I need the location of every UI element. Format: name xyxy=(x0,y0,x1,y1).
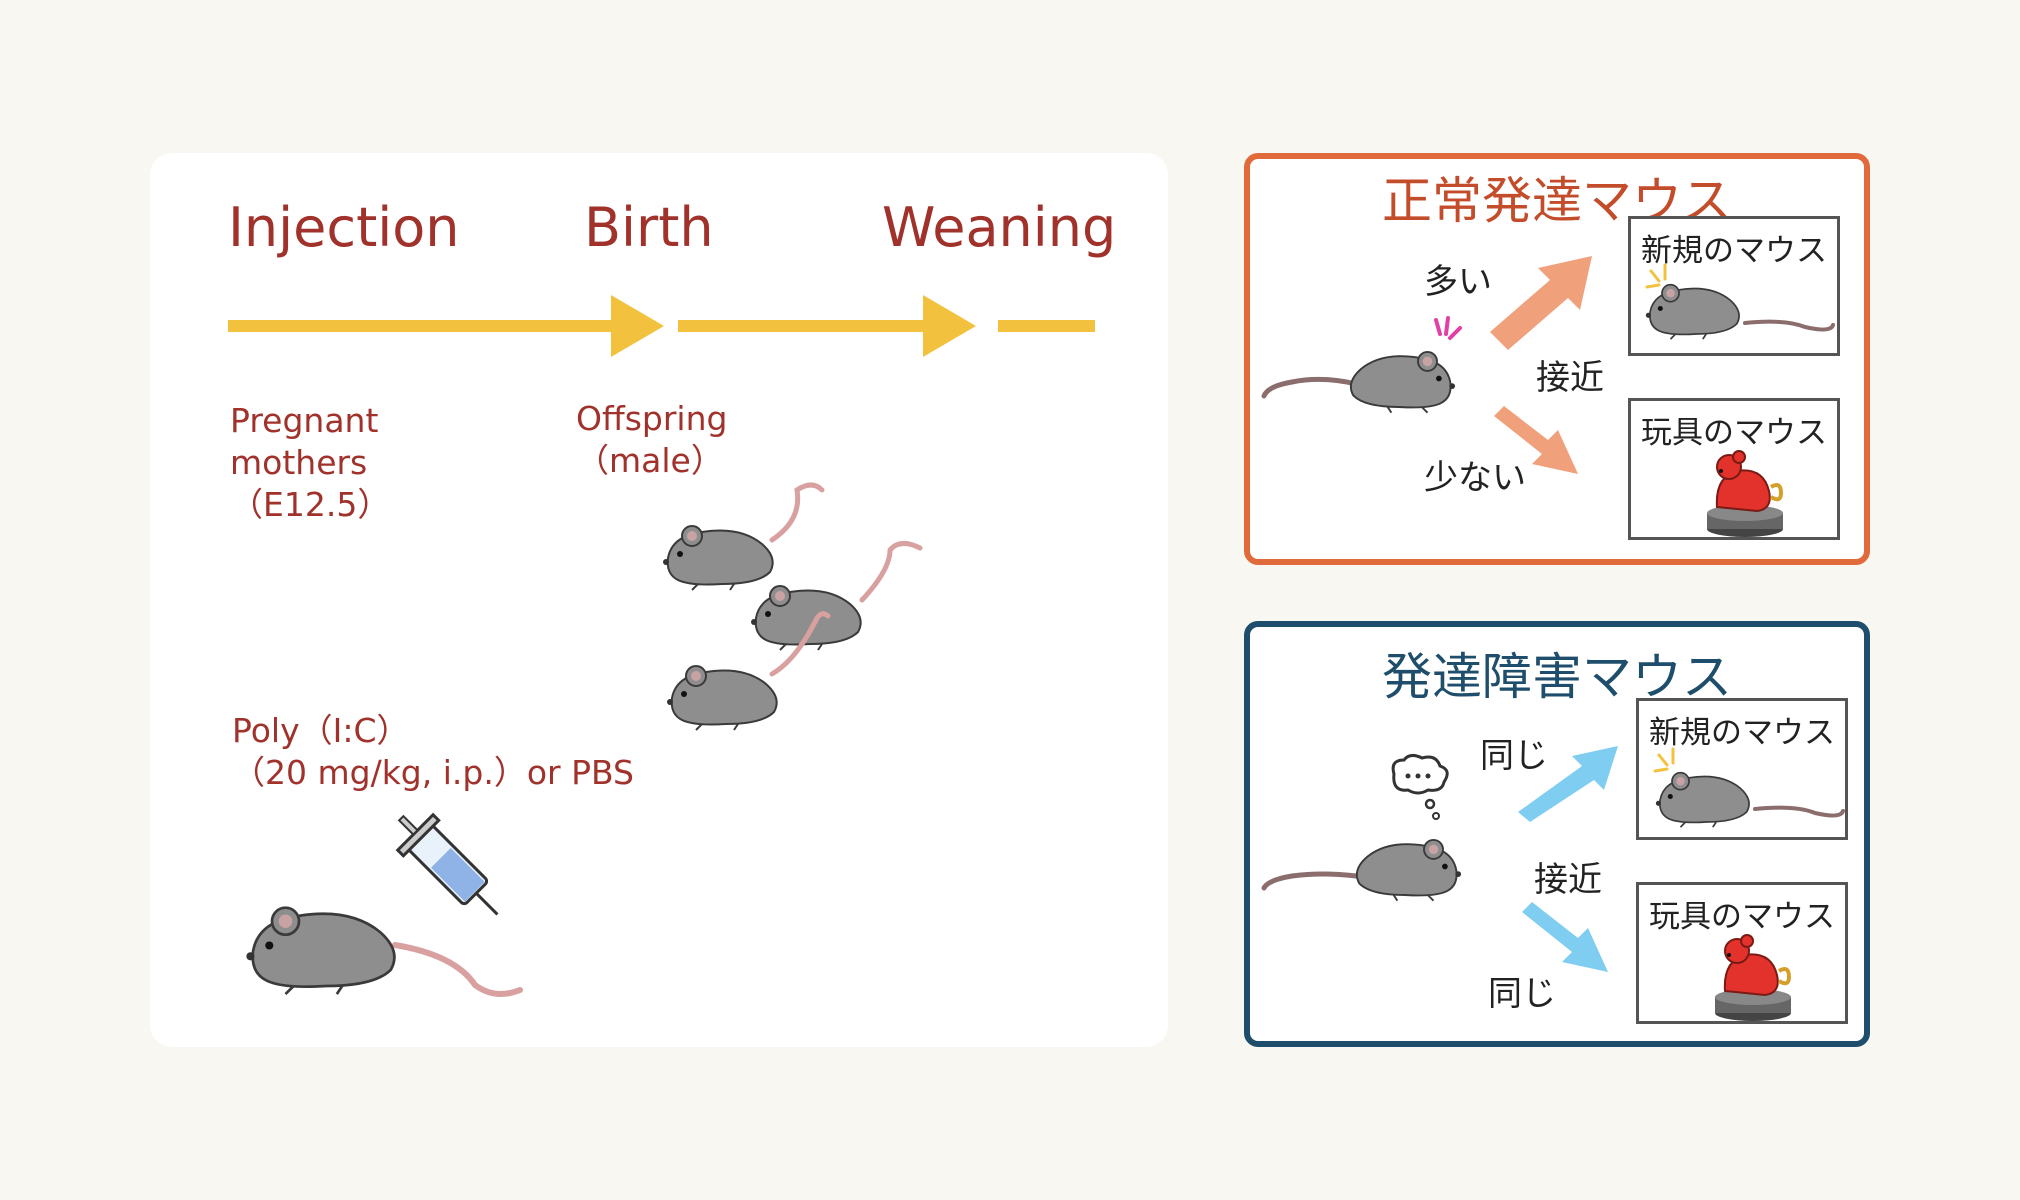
offspring-mouse-1 xyxy=(662,482,825,591)
toy-mouse-label-normal: 玩具のマウス xyxy=(1641,415,1827,451)
more-arrow xyxy=(1490,256,1592,350)
more-label: 多い xyxy=(1424,262,1492,302)
treatment-label: Poly（I:C） （20 mg/kg, i.p.）or PBS xyxy=(232,711,634,792)
timeline-segment-1 xyxy=(228,320,618,332)
syringe-icon xyxy=(395,812,499,916)
novel-mouse-target-normal: 新規のマウス xyxy=(1628,216,1840,356)
sparkle-icon-normal xyxy=(1645,263,1667,289)
timeline-arrowhead-2 xyxy=(923,295,976,357)
stage-injection: Injection xyxy=(228,196,460,259)
toy-mouse-label-impaired: 玩具のマウス xyxy=(1649,899,1835,935)
toy-mouse-icon-impaired xyxy=(1715,934,1792,1021)
less-label: 少ない xyxy=(1424,458,1526,498)
novel-mouse-icon-impaired xyxy=(1654,771,1845,828)
pregnant-mouse xyxy=(245,906,523,997)
same-arrow-top xyxy=(1518,746,1618,822)
same-label-bottom: 同じ xyxy=(1488,974,1556,1014)
subject-mouse-impaired xyxy=(1261,838,1463,902)
offspring-mouse-3 xyxy=(666,611,831,731)
toy-mouse-target-normal: 玩具のマウス xyxy=(1628,398,1840,540)
impaired-panel-title: 発達障害マウス xyxy=(1382,648,1732,706)
excited-lines-icon xyxy=(1434,316,1462,340)
same-label-top: 同じ xyxy=(1480,736,1548,776)
sparkle-icon-impaired xyxy=(1653,747,1675,773)
offspring-mouse-2 xyxy=(750,541,923,651)
timeline-panel xyxy=(150,153,1168,1047)
subject-mouse-normal xyxy=(1261,350,1457,414)
stage-weaning: Weaning xyxy=(882,196,1117,259)
less-arrow xyxy=(1494,406,1578,474)
timeline-arrowhead-1 xyxy=(611,295,664,357)
novel-mouse-target-impaired: 新規のマウス xyxy=(1636,698,1848,840)
toy-mouse-target-impaired: 玩具のマウス xyxy=(1636,882,1848,1024)
novel-mouse-label-normal: 新規のマウス xyxy=(1641,233,1827,269)
timeline-segment-3 xyxy=(998,320,1095,332)
same-arrow-bottom xyxy=(1522,902,1608,972)
timeline-arrow xyxy=(228,295,1095,357)
approach-label-normal: 接近 xyxy=(1536,358,1604,398)
offspring-label: Offspring （male） xyxy=(576,399,728,480)
toy-mouse-icon-normal xyxy=(1707,450,1784,537)
novel-mouse-label-impaired: 新規のマウス xyxy=(1649,715,1835,751)
mother-label: Pregnant mothers （E12.5） xyxy=(230,401,391,524)
stage-birth: Birth xyxy=(584,196,714,259)
novel-mouse-icon-normal xyxy=(1644,283,1835,340)
approach-label-impaired: 接近 xyxy=(1534,860,1602,900)
thought-bubble-icon xyxy=(1391,753,1449,820)
timeline-segment-2 xyxy=(678,320,928,332)
